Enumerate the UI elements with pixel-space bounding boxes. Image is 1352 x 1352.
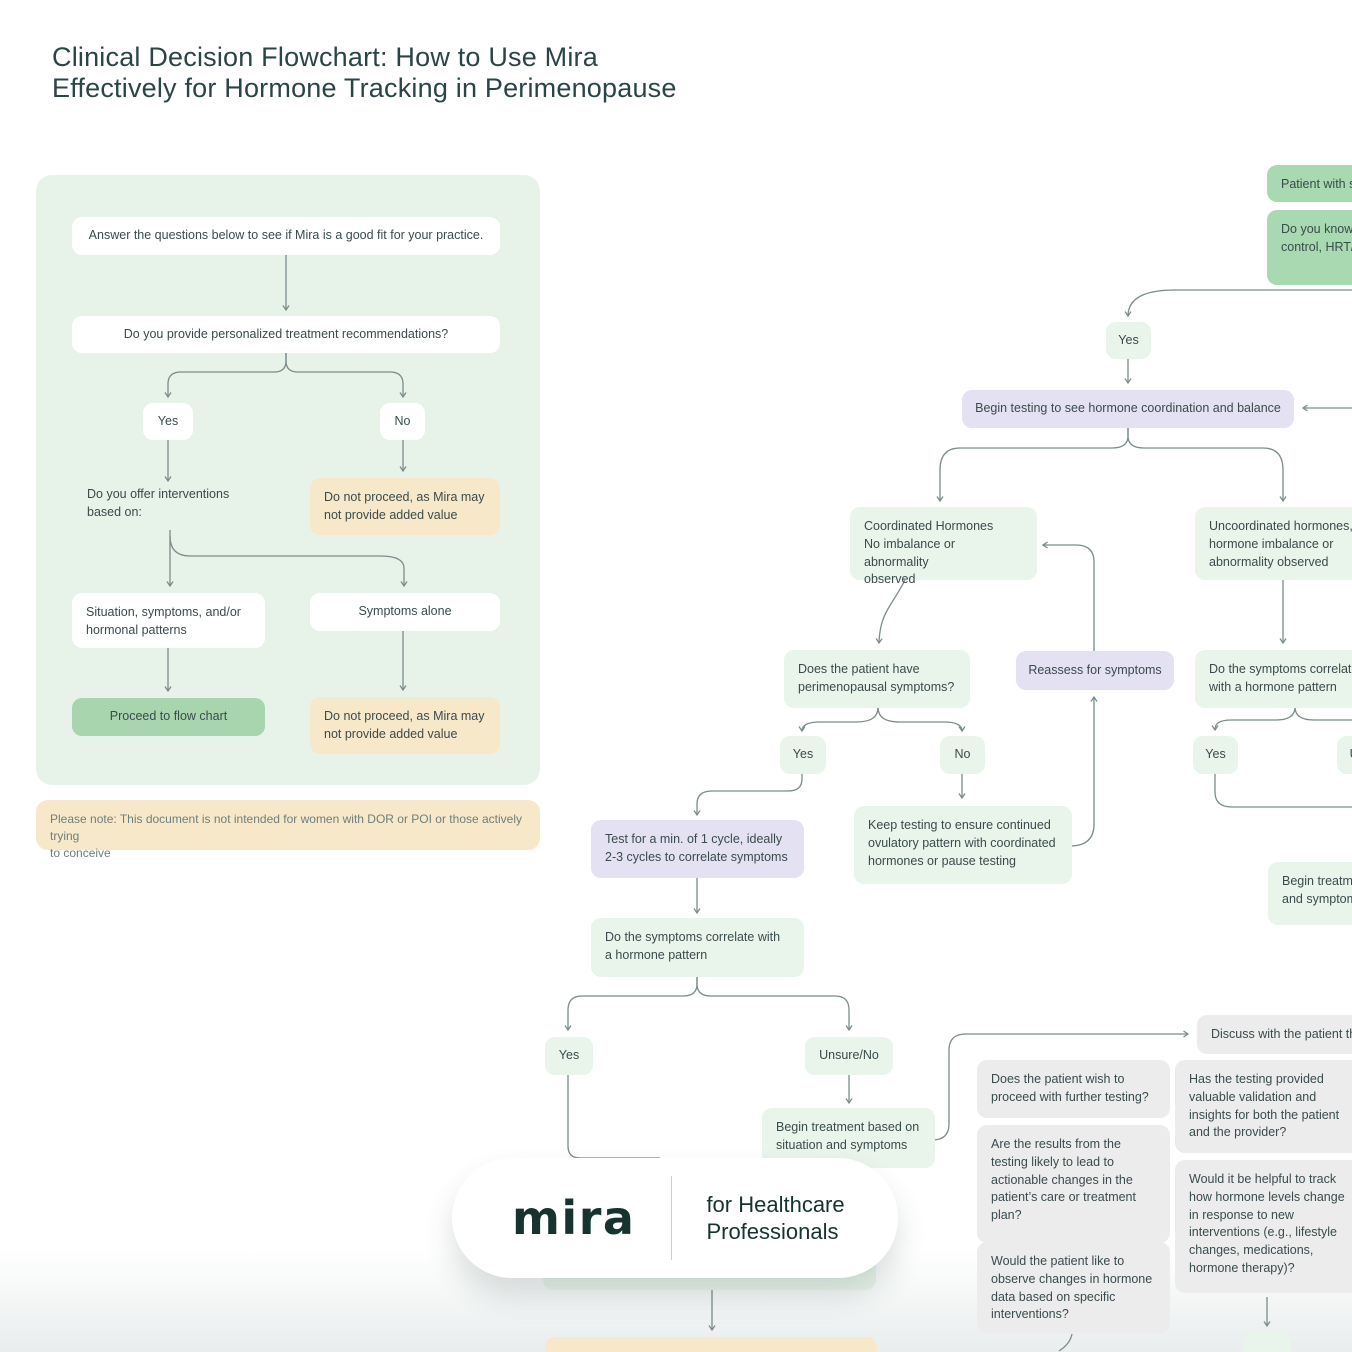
mira-badge: mira for Healthcare Professionals [452,1158,898,1278]
node-yes-1: Yes [143,403,193,440]
node-begin-testing: Begin testing to see hormone coordinatio… [962,390,1294,428]
node-interventions-question: Do you offer interventions based on: [87,487,230,519]
badge-divider [671,1176,673,1260]
node-correlate-right: Do the symptoms correlate with a hormone… [1195,650,1352,708]
node-yes-mid: Yes [780,736,826,774]
node-yes-bottom: Yes [545,1037,593,1075]
node-q-track-interventions: Would it be helpful to track how hormone… [1175,1160,1352,1293]
node-do-not-proceed-1: Do not proceed, as Mira may not provide … [310,478,500,535]
mira-logo: mira [512,1191,636,1245]
node-do-not-proceed-2: Do not proceed, as Mira may not provide … [310,697,500,754]
node-q-actionable: Are the results from the testing likely … [977,1125,1170,1243]
page-title: Clinical Decision Flowchart: How to Use … [52,42,677,104]
node-q-validation: Has the testing provided valuable valida… [1175,1060,1352,1153]
node-perimenopausal-question: Does the patient have perimenopausal sym… [784,650,970,708]
node-no-1: No [380,403,425,440]
node-yes-right: Yes [1193,736,1238,774]
node-reassess: Reassess for symptoms [1016,651,1174,690]
node-correlate-mid: Do the symptoms correlate with a hormone… [591,918,804,977]
node-test-cycles: Test for a min. of 1 cycle, ideally 2-3 … [591,820,804,878]
proceed-to-flowchart-button: Proceed to flow chart [72,698,265,736]
node-unsure-bottom: Unsure/No [805,1037,893,1075]
node-no-mid: No [940,736,985,774]
node-q-further-testing: Does the patient wish to proceed with fu… [977,1060,1170,1118]
node-yes-top: Yes [1106,322,1151,359]
node-bottom-tan-partial [545,1337,877,1352]
node-unsure-right: Unsure/No [1337,736,1352,774]
node-begin-treatment-right: Begin treatment based on situation and s… [1268,862,1352,925]
node-coordinated: Coordinated Hormones No imbalance or abn… [850,507,1037,586]
node-know-medications: Do you know if the patient is on birth c… [1267,210,1352,285]
node-uncoordinated: Uncoordinated hormones, hormone imbalanc… [1195,507,1352,580]
node-personalized-question: Do you provide personalized treatment re… [72,316,500,353]
node-situation-option: Situation, symptoms, and/or hormonal pat… [72,593,265,648]
node-symptoms-alone: Symptoms alone [310,593,500,631]
node-q-observe-changes: Would the patient like to observe change… [977,1242,1170,1333]
node-discuss: Discuss with the patient the following [1197,1015,1352,1054]
node-intro: Answer the questions below to see if Mir… [72,217,500,255]
disclaimer-note: Please note: This document is not intend… [36,800,540,860]
node-keep-testing: Keep testing to ensure continued ovulato… [854,806,1072,884]
node-patient-start: Patient with suspected perimenopause [1267,165,1352,202]
badge-tagline: for Healthcare Professionals [706,1191,845,1245]
node-bottom-right-partial [1243,1332,1291,1352]
